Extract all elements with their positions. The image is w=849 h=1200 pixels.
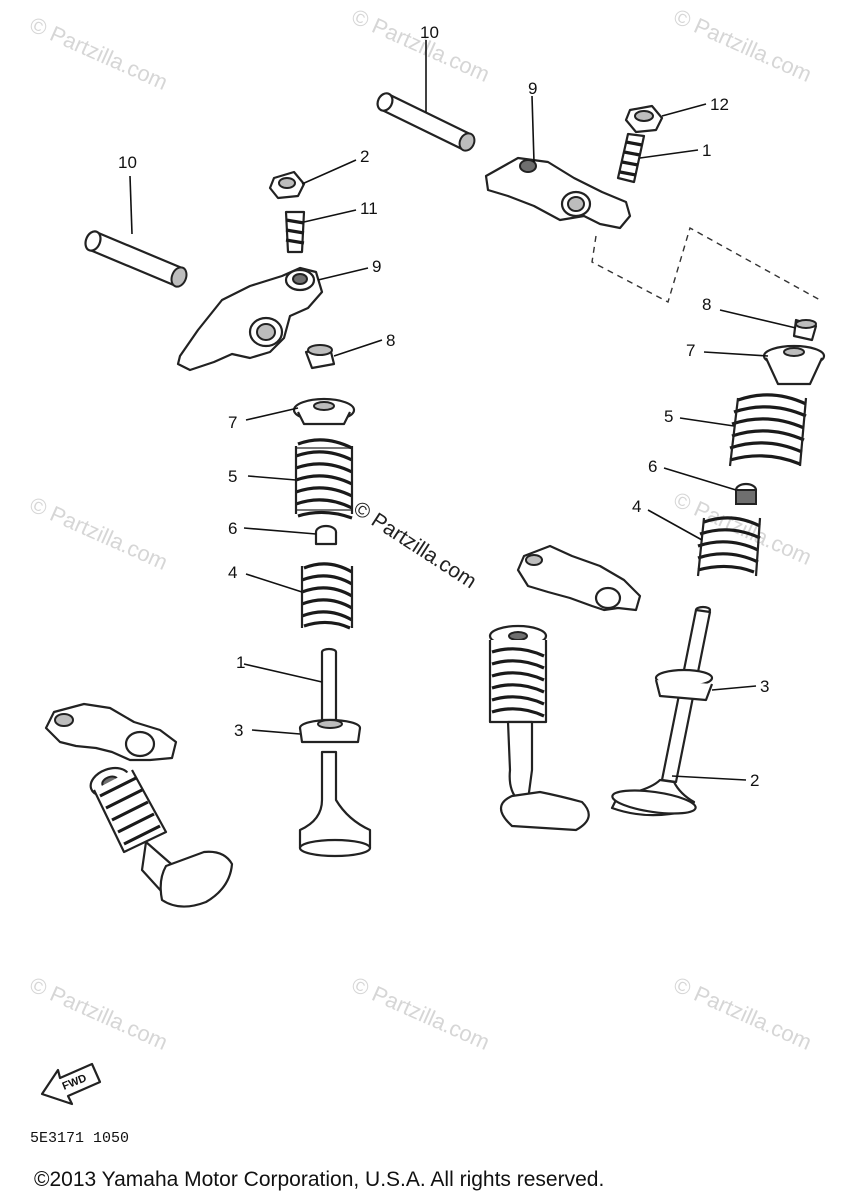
callout-11: 11	[360, 199, 378, 218]
callout-1: 1	[702, 141, 711, 160]
callout-10: 10	[420, 23, 439, 42]
adjust-nut-upper	[624, 104, 664, 134]
rocker-shaft-lower	[84, 230, 188, 288]
valve-assembly-view-left	[89, 766, 234, 908]
callout-8: 8	[702, 295, 711, 314]
watermark-tiles: © Partzilla.com © Partzilla.com © Partzi…	[26, 4, 816, 1055]
valve-cotter-right	[792, 318, 818, 342]
callout-1: 1	[236, 653, 245, 672]
callout-numbers: 10 9 12 1 10 2 11 9 8 8 7 7 5 5 6 6 4 4 …	[118, 23, 769, 790]
callout-6: 6	[228, 519, 237, 538]
rocker-arm-upper	[484, 156, 632, 230]
watermark-tile: © Partzilla.com	[670, 4, 816, 87]
callout-10: 10	[118, 153, 137, 172]
rocker-arm-lower	[176, 266, 324, 372]
watermark-tile: © Partzilla.com	[348, 4, 494, 87]
callout-9: 9	[528, 79, 537, 98]
callout-2: 2	[360, 147, 369, 166]
callout-3: 3	[234, 721, 243, 740]
fwd-arrow-icon: FWD	[40, 1062, 102, 1106]
rocker-shaft-upper	[376, 92, 476, 152]
outer-spring-right	[728, 393, 808, 467]
watermark-tile: © Partzilla.com	[26, 972, 172, 1055]
callout-9: 9	[372, 257, 381, 276]
callout-7: 7	[686, 341, 695, 360]
watermark-tile: © Partzilla.com	[348, 972, 494, 1055]
copyright-notice: ©2013 Yamaha Motor Corporation, U.S.A. A…	[34, 1168, 604, 1191]
adjust-screw-upper	[616, 132, 646, 184]
callout-8: 8	[386, 331, 395, 350]
callout-3: 3	[760, 677, 769, 696]
callout-7: 7	[228, 413, 237, 432]
spring-seat-right	[734, 482, 758, 505]
rocker-assembly-view-right	[516, 544, 642, 612]
valve-assembly-view-right	[488, 624, 590, 832]
callout-4: 4	[632, 497, 641, 516]
inner-spring-right	[696, 516, 762, 577]
callout-6: 6	[648, 457, 657, 476]
valve-seal-left	[298, 718, 362, 744]
callout-5: 5	[228, 467, 237, 486]
spring-retainer-right	[762, 344, 826, 386]
valve-cotter-left	[304, 344, 336, 370]
rocker-assembly-view-left	[44, 702, 178, 762]
outer-spring-left	[294, 438, 354, 520]
exhaust-valve-left	[298, 647, 372, 858]
watermark-center: © Partzilla.com	[349, 497, 480, 593]
watermark-tile: © Partzilla.com	[26, 12, 172, 95]
callout-2: 2	[750, 771, 759, 790]
callout-5: 5	[664, 407, 673, 426]
adjust-nut-lower	[268, 170, 306, 200]
drawing-code: 5E3171 1050	[30, 1130, 129, 1147]
intake-valve-right	[610, 605, 712, 817]
valve-seal-right	[654, 668, 714, 702]
spring-seat-left	[314, 524, 338, 546]
spring-retainer-left	[292, 397, 356, 426]
callout-12: 12	[710, 95, 729, 114]
watermark-tile: © Partzilla.com	[26, 492, 172, 575]
adjust-screw-lower	[284, 210, 306, 254]
watermark-tile: © Partzilla.com	[670, 972, 816, 1055]
callout-4: 4	[228, 563, 237, 582]
inner-spring-left	[300, 562, 354, 630]
